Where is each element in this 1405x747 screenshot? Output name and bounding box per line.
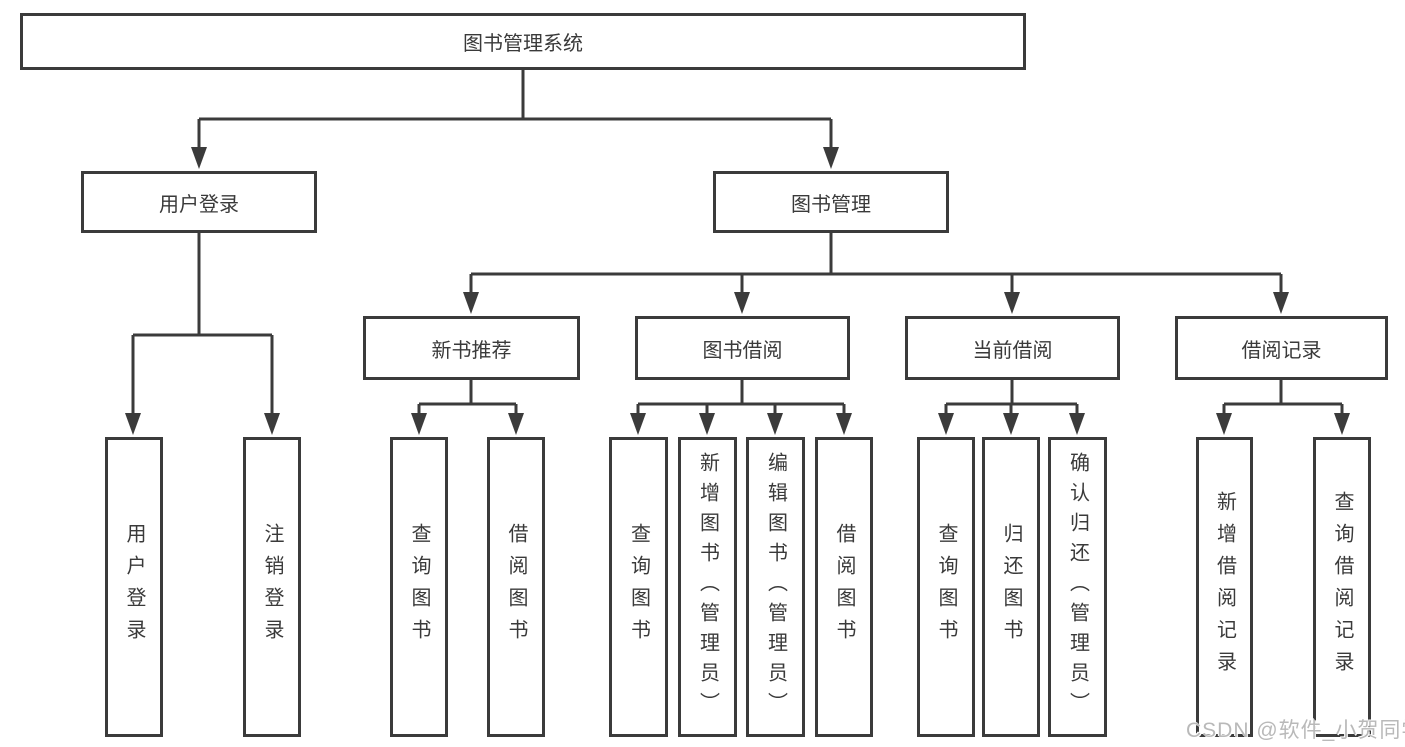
arrowhead — [264, 413, 280, 435]
arrowhead — [1003, 413, 1019, 435]
node-leaf-add-borrow-record: 新增借阅记录 — [1196, 437, 1253, 737]
arrowhead — [125, 413, 141, 435]
csdn-watermark: CSDN @软件_小贺同学 — [1186, 719, 1405, 742]
node-leaf-query-borrow-record: 查询借阅记录 — [1313, 437, 1371, 737]
arrowhead — [1069, 413, 1085, 435]
connector-current-borrowing-children — [944, 380, 1079, 415]
arrowhead — [191, 147, 207, 169]
connector-user-login-children — [131, 233, 274, 415]
node-label: 查询图书 — [627, 523, 650, 651]
node-label: 新书推荐 — [431, 339, 512, 362]
node-leaf-return-books: 归还图书 — [982, 437, 1040, 737]
arrowhead — [508, 413, 524, 435]
node-label: 借阅图书 — [833, 523, 855, 651]
node-leaf-borrow-books-1: 借阅图书 — [487, 437, 545, 737]
node-label: 借阅图书 — [505, 523, 527, 651]
arrowhead — [411, 413, 427, 435]
node-label: 查询图书 — [408, 523, 430, 651]
node-leaf-logout: 注销登录 — [243, 437, 301, 737]
node-label: 查询图书 — [935, 523, 957, 651]
node-label: 归还图书 — [1000, 523, 1022, 651]
node-new-book-recommendation: 新书推荐 — [363, 316, 580, 380]
node-leaf-query-books-1: 查询图书 — [390, 437, 448, 737]
node-leaf-confirm-return-admin: 确认归还（管理员） — [1048, 437, 1107, 737]
node-book-management: 图书管理 — [713, 171, 949, 233]
node-library-management-system: 图书管理系统 — [20, 13, 1026, 70]
node-label: 图书管理 — [791, 193, 871, 216]
arrowhead — [630, 413, 646, 435]
arrowhead — [767, 413, 783, 435]
node-label: 当前借阅 — [972, 339, 1053, 362]
node-label: 注销登录 — [261, 523, 283, 651]
arrowhead — [1334, 413, 1350, 435]
arrowhead — [734, 292, 750, 314]
node-leaf-add-books-admin: 新增图书（管理员） — [678, 437, 737, 737]
connector-new-book-children — [417, 380, 518, 415]
node-label: 图书借阅 — [702, 339, 783, 362]
connector-book-borrowing-children — [636, 380, 846, 415]
node-label: 确认归还（管理员） — [1066, 452, 1089, 722]
arrowhead — [938, 413, 954, 435]
node-leaf-edit-books-admin: 编辑图书（管理员） — [746, 437, 805, 737]
arrowhead — [1273, 292, 1289, 314]
arrowhead — [1004, 292, 1020, 314]
node-borrowing-records: 借阅记录 — [1175, 316, 1388, 380]
node-label: 用户登录 — [159, 193, 239, 216]
connector-root-to-level2 — [197, 70, 833, 149]
arrowhead — [836, 413, 852, 435]
arrowhead — [823, 147, 839, 169]
node-label: 图书管理系统 — [463, 33, 583, 55]
arrowhead — [463, 292, 479, 314]
node-book-borrowing: 图书借阅 — [635, 316, 850, 380]
node-current-borrowing: 当前借阅 — [905, 316, 1120, 380]
node-label: 用户登录 — [123, 523, 145, 651]
node-label: 借阅记录 — [1241, 339, 1322, 362]
node-label: 新增借阅记录 — [1213, 491, 1236, 683]
node-label: 新增图书（管理员） — [696, 452, 719, 722]
node-user-login: 用户登录 — [81, 171, 317, 233]
node-leaf-user-login: 用户登录 — [105, 437, 163, 737]
node-label: 查询借阅记录 — [1331, 491, 1353, 683]
node-leaf-borrow-books-2: 借阅图书 — [815, 437, 873, 737]
connector-borrowing-records-children — [1222, 380, 1344, 415]
connector-book-management-to-level3 — [469, 233, 1283, 294]
node-label: 编辑图书（管理员） — [764, 452, 787, 722]
arrowhead — [1216, 413, 1232, 435]
node-leaf-query-books-3: 查询图书 — [917, 437, 975, 737]
node-leaf-query-books-2: 查询图书 — [609, 437, 668, 737]
arrowhead — [699, 413, 715, 435]
